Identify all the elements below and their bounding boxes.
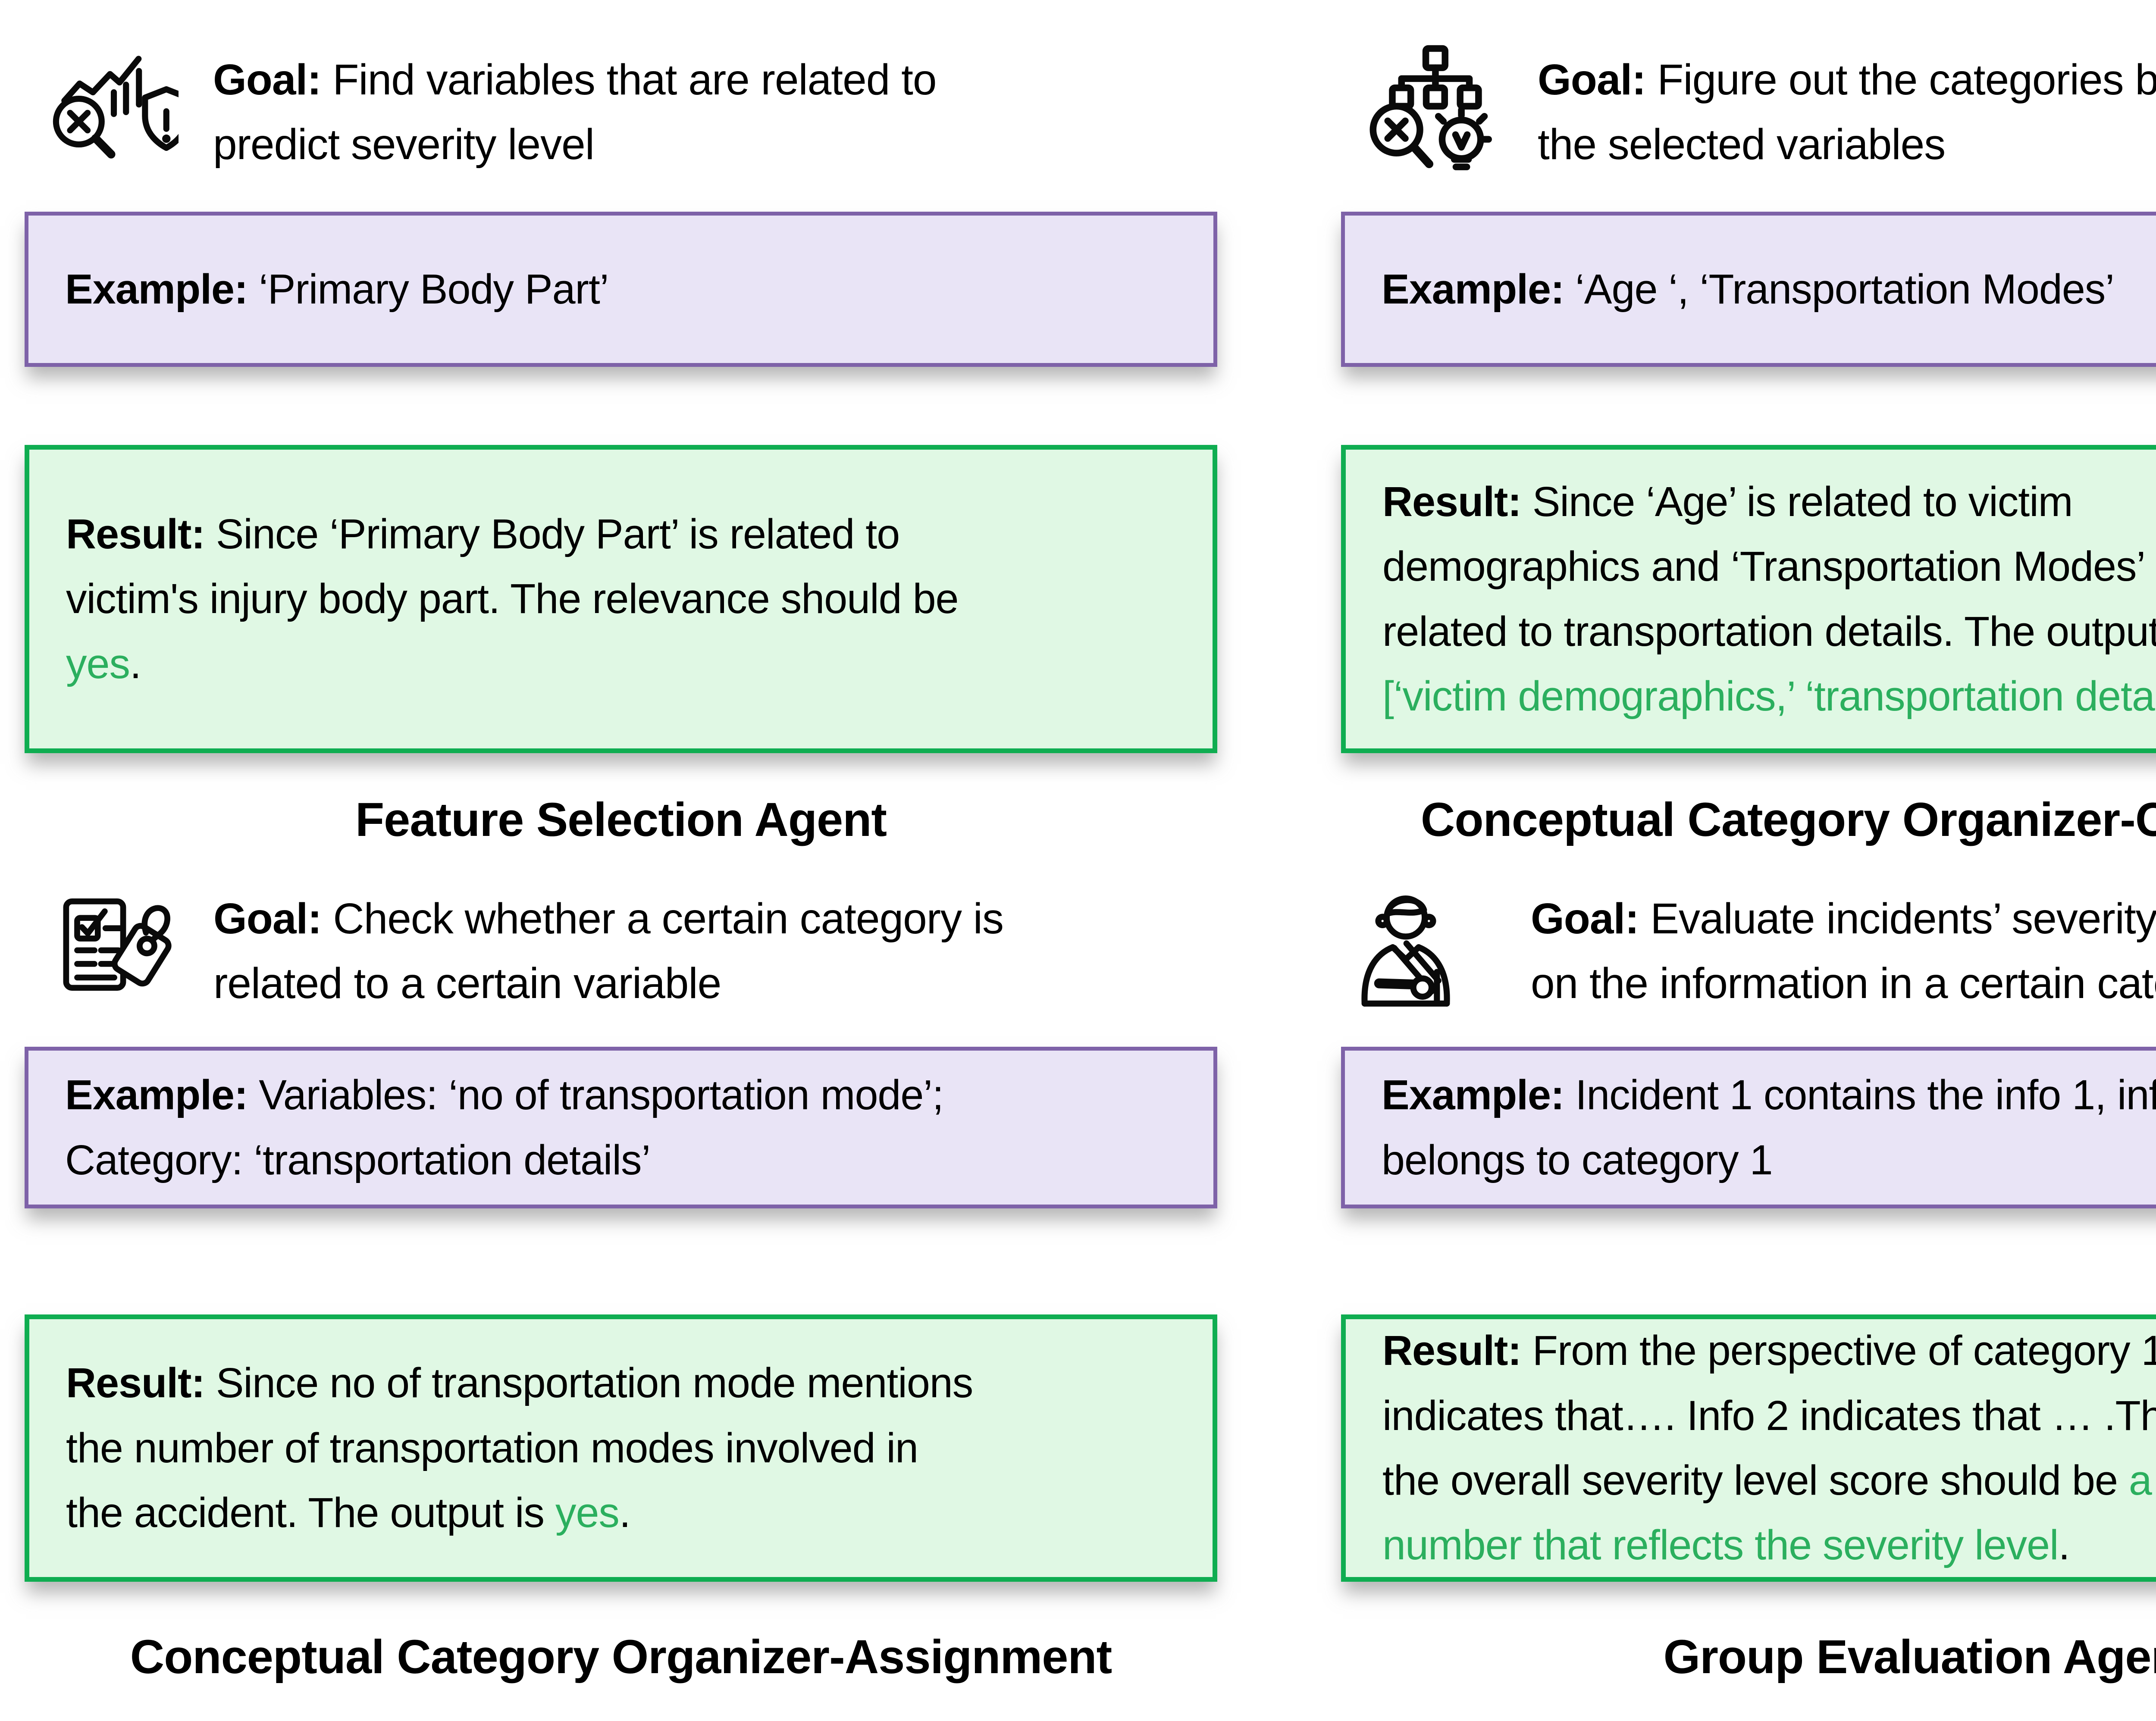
agent-card-category-classification: Goal: Figure out the categories based on…: [1341, 0, 2156, 860]
injured-person-icon: [1341, 873, 1470, 1029]
example-label: Example:: [1382, 1071, 1564, 1119]
goal-text: Evaluate incidents’ severity level based…: [1531, 895, 2156, 1008]
example-label: Example:: [1382, 265, 1564, 313]
example-label: Example:: [65, 1071, 248, 1119]
agent-title: Group Evaluation Agent: [1663, 1630, 2156, 1683]
result-label: Result:: [66, 1359, 205, 1407]
result-highlight: yes: [555, 1489, 620, 1536]
result-box: Result: Since ‘Age’ is related to victim…: [1341, 445, 2156, 753]
example-box: Example: Variables: ‘no of transportatio…: [25, 1047, 1217, 1208]
result-highlight: yes: [66, 640, 130, 687]
goal-row: Goal: Check whether a certain category i…: [25, 873, 1217, 1029]
result-label: Result:: [66, 510, 205, 557]
agent-goal: Goal: Evaluate incidents’ severity level…: [1531, 886, 2156, 1016]
agent-card-group-evaluation: Goal: Evaluate incidents’ severity level…: [1341, 860, 2156, 1721]
example-text-block: Example: ‘Primary Body Part’: [65, 257, 609, 322]
agent-goal: Goal: Check whether a certain category i…: [213, 886, 1004, 1016]
example-box: Example: ‘Age ‘, ‘Transportation Modes’: [1341, 212, 2156, 367]
result-text-block: Result: Since no of transportation mode …: [66, 1351, 973, 1545]
goal-label: Goal:: [1531, 895, 1639, 943]
goal-row: Goal: Find variables that are related to…: [25, 37, 1217, 188]
result-box: Result: Since ‘Primary Body Part’ is rel…: [25, 445, 1217, 753]
goal-text: Find variables that are related to predi…: [213, 56, 937, 169]
goal-text: Check whether a certain category is rela…: [213, 895, 1004, 1008]
agent-card-category-assignment: Goal: Check whether a certain category i…: [25, 860, 1217, 1721]
goal-row: Goal: Figure out the categories based on…: [1341, 37, 2156, 188]
example-box: Example: Incident 1 contains the info 1,…: [1341, 1047, 2156, 1208]
agent-title: Conceptual Category Organizer-Classifica…: [1420, 793, 2156, 846]
result-text: Since ‘Primary Body Part’ is related to …: [66, 510, 959, 623]
hierarchy-magnifier-lightbulb-icon: [1357, 41, 1512, 183]
goal-text: Figure out the categories based on the s…: [1538, 56, 2156, 169]
goal-row: Goal: Evaluate incidents’ severity level…: [1341, 873, 2156, 1029]
result-text-block: Result: Since ‘Primary Body Part’ is rel…: [66, 502, 959, 696]
example-text-block: Example: ‘Age ‘, ‘Transportation Modes’: [1382, 257, 2115, 322]
agent-title: Feature Selection Agent: [355, 793, 887, 846]
result-period: .: [2058, 1521, 2070, 1569]
checklist-tag-icon: [50, 880, 175, 1022]
example-text: Variables: ‘no of transportation mode’; …: [65, 1071, 944, 1183]
example-text: ‘Primary Body Part’: [248, 265, 609, 313]
agent-goal: Goal: Figure out the categories based on…: [1538, 47, 2156, 177]
result-highlight: a number that reflects the severity leve…: [1382, 1457, 2152, 1569]
result-highlight: [‘victim demographics,’ ‘transportation …: [1382, 672, 2156, 720]
agent-card-feature-selection: Goal: Find variables that are related to…: [25, 0, 1217, 860]
example-text-block: Example: Variables: ‘no of transportatio…: [65, 1063, 944, 1192]
example-text: ‘Age ‘, ‘Transportation Modes’: [1564, 265, 2115, 313]
result-label: Result:: [1382, 1327, 1522, 1374]
example-box: Example: ‘Primary Body Part’: [25, 212, 1217, 367]
result-period: .: [619, 1489, 631, 1536]
chart-magnifier-shield-icon: [49, 41, 179, 183]
result-box: Result: Since no of transportation mode …: [25, 1314, 1217, 1582]
example-text: Incident 1 contains the info 1, info 2 b…: [1382, 1071, 2156, 1183]
result-text: Since no of transportation mode mentions…: [66, 1359, 973, 1536]
agent-title: Conceptual Category Organizer-Assignment: [130, 1630, 1112, 1683]
result-text: Since ‘Age’ is related to victim demogra…: [1382, 478, 2156, 655]
result-label: Result:: [1382, 478, 1522, 525]
agent-goal: Goal: Find variables that are related to…: [213, 47, 937, 177]
example-text-block: Example: Incident 1 contains the info 1,…: [1382, 1063, 2156, 1192]
result-text-block: Result: From the perspective of category…: [1382, 1318, 2156, 1577]
result-text-block: Result: Since ‘Age’ is related to victim…: [1382, 469, 2156, 729]
result-period: .: [129, 640, 141, 687]
goal-label: Goal:: [213, 56, 322, 104]
goal-label: Goal:: [213, 895, 322, 943]
example-label: Example:: [65, 265, 248, 313]
result-box: Result: From the perspective of category…: [1341, 1314, 2156, 1582]
goal-label: Goal:: [1538, 56, 1646, 104]
result-text: From the perspective of category 1, info…: [1382, 1327, 2156, 1504]
